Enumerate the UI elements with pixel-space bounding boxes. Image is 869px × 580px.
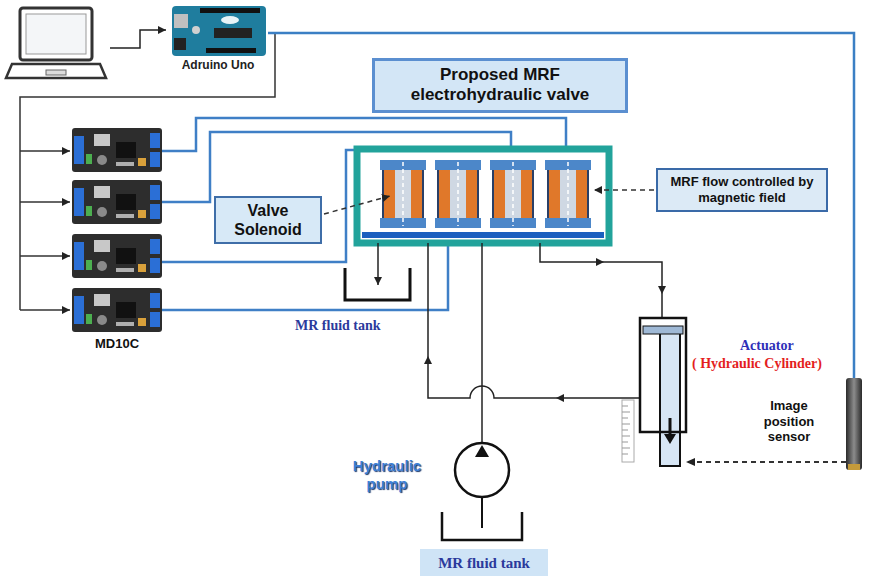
title-box: Proposed MRF electrohydraulic valve (372, 58, 628, 113)
pump-symbol (475, 445, 489, 457)
arduino-node: Adruino Uno (168, 4, 268, 56)
hydraulic-cylinder (669, 418, 672, 436)
valve-housing (357, 149, 609, 243)
node-label: ( Hydraulic Cylinder) (692, 356, 822, 372)
hydraulic-cylinder (660, 330, 680, 466)
callout-box: MRF flow controlled by magnetic field (656, 168, 828, 212)
solenoid-pointer (324, 196, 390, 214)
driver-group: MD10C (70, 126, 164, 334)
tank-node: MR fluid tank (343, 266, 412, 302)
arduino-board (214, 28, 252, 38)
motor-driver-boards (72, 288, 162, 332)
pump-symbol (442, 443, 522, 540)
node-label: Adruino Uno (168, 58, 268, 72)
valve-housing (490, 160, 536, 228)
pump-symbol (481, 497, 483, 528)
callout-box: Valve Solenoid (214, 196, 322, 244)
node-label: MRF flow controlled by magnetic field (666, 174, 818, 207)
arduino-board (206, 48, 256, 53)
motor-driver-boards (72, 234, 162, 278)
supply-line (596, 258, 604, 266)
arduino-board (174, 38, 186, 50)
hydraulic-cylinder (643, 326, 683, 334)
usb-link (110, 30, 166, 48)
flow-pointer (594, 189, 654, 191)
coil-wires (162, 240, 448, 310)
pump-symbol (442, 512, 522, 540)
pump-symbol (455, 443, 509, 497)
signal-arrow (20, 201, 70, 203)
valve-housing (380, 160, 426, 228)
laptop-icon (26, 14, 86, 54)
arduino-board (172, 6, 266, 56)
position-sensor (846, 378, 862, 470)
node-label: MD10C (70, 336, 164, 351)
node-label: Valve Solenoid (224, 201, 312, 239)
laptop-icon (20, 8, 92, 60)
signal-arrow (20, 255, 70, 257)
node-label: MR fluid tank (438, 554, 530, 572)
laptop-icon (6, 64, 106, 78)
valve-housing (362, 232, 604, 238)
laptop-icon (6, 8, 106, 78)
laptop-icon (46, 70, 66, 75)
motor-driver-boards (72, 128, 162, 172)
ruler (622, 406, 630, 454)
control-bus (20, 33, 275, 310)
position-sensor (848, 464, 860, 470)
return-line (424, 243, 640, 402)
tank-label-box: MR fluid tank (420, 549, 548, 576)
motor-driver-boards (72, 128, 162, 332)
node-label: Hydraulic pump (343, 457, 431, 493)
node-label: Proposed MRF electrohydraulic valve (385, 65, 615, 106)
signal-arrow (20, 150, 70, 152)
pump-line (481, 243, 483, 443)
ruler (622, 400, 634, 462)
supply-line (658, 286, 666, 294)
connector (686, 461, 846, 463)
node-label: MR fluid tank (295, 318, 381, 334)
arduino-board (172, 6, 266, 56)
arduino-board (192, 26, 200, 34)
supply-line (540, 243, 666, 318)
supply-line (540, 243, 662, 318)
actuator-node: Actuator( Hydraulic Cylinder) (640, 318, 686, 466)
valve-housing (545, 160, 591, 228)
drain-line (377, 243, 379, 285)
valve-housing (357, 149, 609, 243)
sensor-node: Image position sensor (846, 378, 862, 470)
node-label: Image position sensor (754, 398, 824, 445)
arduino-board (200, 8, 260, 13)
arduino-board (174, 14, 188, 28)
position-sensor (846, 378, 862, 470)
pump-node: Hydraulic pump (455, 443, 509, 497)
return-line (428, 243, 640, 398)
hydraulic-cylinder (640, 318, 686, 432)
upper-tank (345, 268, 410, 300)
hydraulic-cylinder (664, 434, 676, 444)
ruler (622, 400, 634, 462)
node-label: Actuator (740, 338, 794, 354)
valve-housing (435, 160, 481, 228)
return-line (424, 356, 432, 364)
connector (268, 33, 854, 378)
hydraulic-cylinder (640, 318, 686, 466)
signal-arrow (20, 309, 70, 311)
motor-driver-boards (72, 180, 162, 224)
arduino-board (221, 16, 239, 24)
return-line (556, 394, 564, 402)
